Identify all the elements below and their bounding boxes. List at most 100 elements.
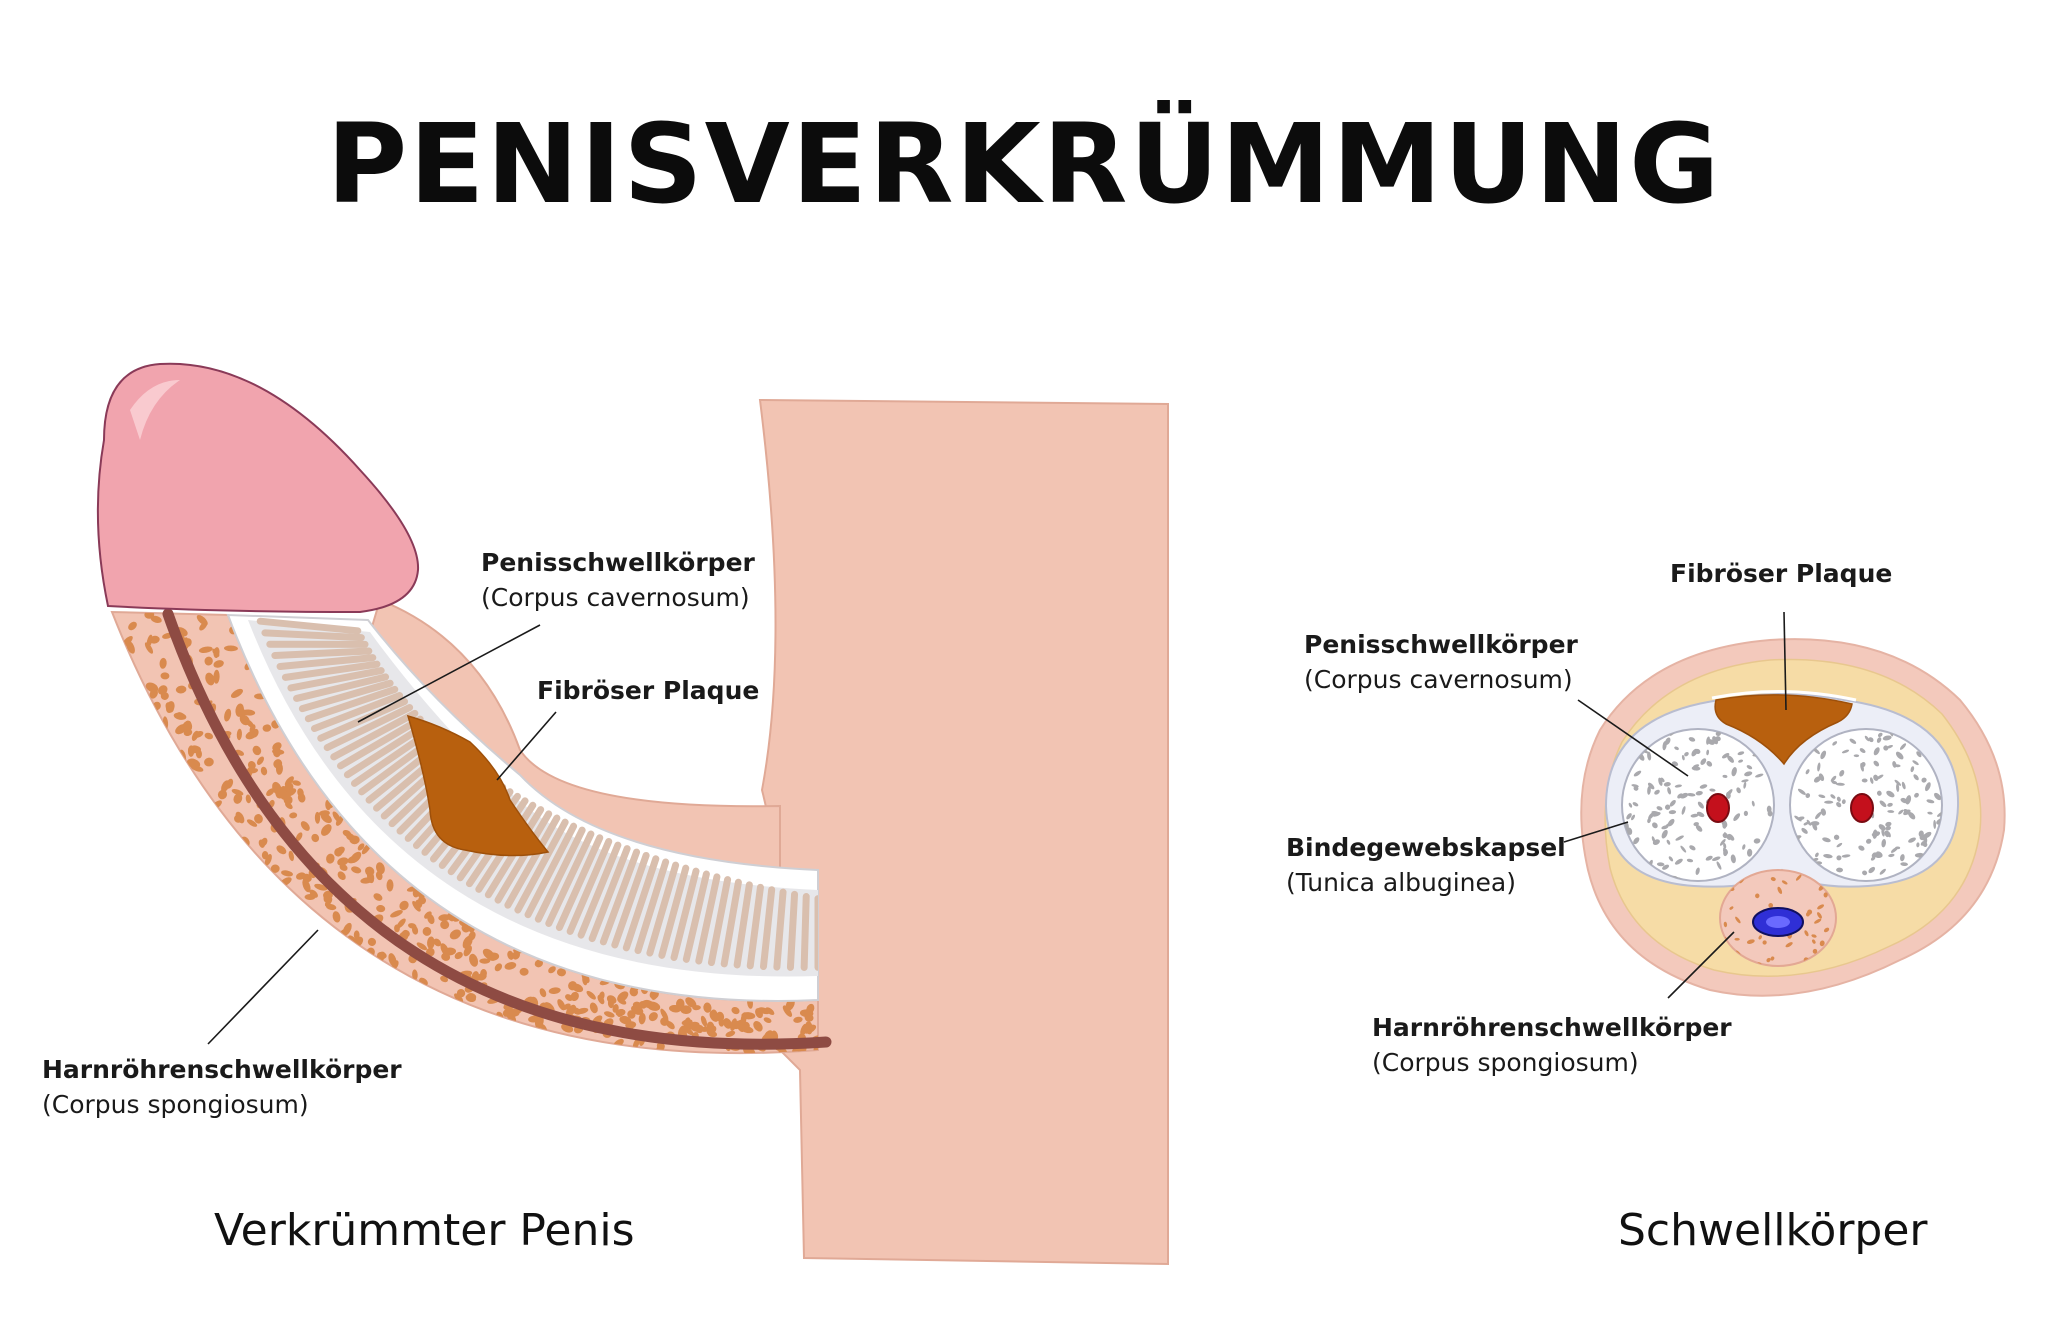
tissue-dot bbox=[597, 994, 605, 1005]
tissue-dot bbox=[284, 776, 294, 787]
tissue-dot bbox=[456, 988, 466, 998]
tissue-dot bbox=[1715, 736, 1721, 742]
trabecula bbox=[670, 867, 700, 961]
page-title: PENISVERKRÜMMUNG bbox=[326, 100, 1722, 228]
tissue-dot bbox=[627, 1010, 636, 1019]
tissue-dot bbox=[1633, 837, 1640, 845]
tissue-dot bbox=[1876, 737, 1882, 743]
tissue-dot bbox=[1839, 769, 1845, 777]
tissue-dot bbox=[433, 938, 442, 947]
tissue-dot bbox=[566, 1005, 576, 1014]
tissue-dot bbox=[568, 981, 578, 991]
tissue-dot bbox=[1836, 802, 1842, 808]
tissue-dot bbox=[325, 903, 337, 911]
tissue-dot bbox=[212, 648, 220, 657]
tissue-dot bbox=[1877, 732, 1883, 738]
tissue-dot bbox=[1730, 854, 1736, 864]
tissue-dot bbox=[1831, 780, 1838, 785]
tissue-dot bbox=[1766, 805, 1772, 813]
tissue-dot bbox=[731, 1006, 740, 1015]
tissue-dot bbox=[1817, 912, 1822, 919]
tissue-dot bbox=[1805, 769, 1810, 775]
tissue-dot bbox=[725, 1030, 736, 1037]
tissue-dot bbox=[1836, 855, 1842, 861]
tissue-dot bbox=[1699, 784, 1708, 789]
tissue-dot bbox=[617, 991, 629, 1002]
tissue-dot bbox=[548, 966, 556, 974]
tissue-dot bbox=[1862, 870, 1868, 876]
tissue-dot bbox=[270, 864, 280, 873]
tissue-dot bbox=[1743, 781, 1747, 789]
tissue-dot bbox=[1873, 774, 1879, 781]
tissue-dot bbox=[753, 1021, 763, 1032]
tissue-dot bbox=[1859, 748, 1866, 754]
tissue-dot bbox=[1706, 761, 1713, 767]
tissue-dot bbox=[254, 814, 263, 824]
tissue-dot bbox=[615, 1008, 626, 1017]
trabecula bbox=[658, 864, 690, 959]
tissue-dot bbox=[235, 811, 245, 824]
trabecula bbox=[514, 818, 569, 914]
tissue-dot bbox=[1723, 921, 1728, 928]
tissue-dot bbox=[273, 759, 283, 769]
trabecula bbox=[293, 673, 390, 702]
label-right-spongiosum-latin: (Corpus spongiosum) bbox=[1372, 1048, 1639, 1077]
tissue-dot bbox=[302, 878, 311, 893]
tissue-dot bbox=[1870, 856, 1876, 861]
tissue-dot bbox=[332, 811, 341, 823]
label-right-spongiosum: Harnröhrenschwellkörper (Corpus spongios… bbox=[1372, 1010, 1732, 1080]
tissue-dot bbox=[334, 846, 345, 856]
tissue-dot bbox=[1813, 776, 1821, 783]
tissue-dot bbox=[272, 742, 282, 752]
tissue-dot bbox=[191, 730, 199, 741]
tissue-dot bbox=[1794, 815, 1802, 822]
tissue-dot bbox=[707, 1031, 718, 1038]
tissue-dot bbox=[311, 833, 320, 843]
tissue-dot bbox=[246, 819, 258, 827]
tissue-dot bbox=[1820, 808, 1827, 816]
tissue-dot bbox=[1881, 828, 1885, 837]
tissue-dot bbox=[236, 728, 242, 741]
tissue-dot bbox=[1812, 948, 1818, 954]
tissue-dot bbox=[1666, 839, 1671, 845]
label-right-tunica-name: Bindegewebskapsel bbox=[1286, 833, 1566, 862]
tissue-dot bbox=[150, 615, 162, 624]
tissue-dot bbox=[1895, 846, 1901, 850]
trabecula bbox=[577, 841, 622, 939]
tissue-dot bbox=[1709, 788, 1716, 792]
tissue-dot bbox=[1674, 784, 1682, 788]
tissue-dot bbox=[1861, 778, 1868, 783]
tissue-dot bbox=[184, 720, 193, 731]
tissue-dot bbox=[1746, 939, 1755, 944]
tissue-dot bbox=[213, 660, 224, 668]
tissue-dot bbox=[1654, 789, 1660, 795]
tissue-dot bbox=[730, 1018, 737, 1031]
tissue-dot bbox=[1876, 851, 1883, 858]
tissue-dot bbox=[506, 1012, 517, 1023]
tissue-dot bbox=[1881, 839, 1886, 848]
leader-x-tunica bbox=[1563, 821, 1629, 843]
tissue-dot bbox=[373, 893, 383, 901]
tissue-dot bbox=[480, 969, 487, 978]
tissue-dot bbox=[412, 900, 421, 912]
tissue-dot bbox=[1664, 804, 1671, 810]
trabecula bbox=[682, 870, 710, 963]
caption-cross-section: Schwellkörper bbox=[1618, 1205, 1928, 1256]
tissue-dot bbox=[351, 866, 362, 874]
tissue-dot bbox=[1937, 810, 1942, 817]
trabecula bbox=[599, 848, 641, 946]
tissue-dot bbox=[1662, 864, 1670, 870]
tissue-dot bbox=[449, 929, 461, 940]
artery-right bbox=[1850, 793, 1874, 823]
tissue-dot bbox=[1722, 823, 1727, 829]
tissue-dot bbox=[1918, 830, 1924, 838]
tissue-dot bbox=[183, 729, 193, 737]
leader-plaque bbox=[496, 711, 557, 781]
tissue-dot bbox=[367, 937, 377, 946]
trabecula bbox=[256, 617, 362, 635]
fibrous-plaque bbox=[406, 714, 550, 857]
tissue-dot bbox=[1923, 831, 1932, 839]
tissue-dot bbox=[346, 833, 355, 841]
tissue-dot bbox=[262, 724, 272, 732]
tissue-dot bbox=[638, 1000, 648, 1009]
